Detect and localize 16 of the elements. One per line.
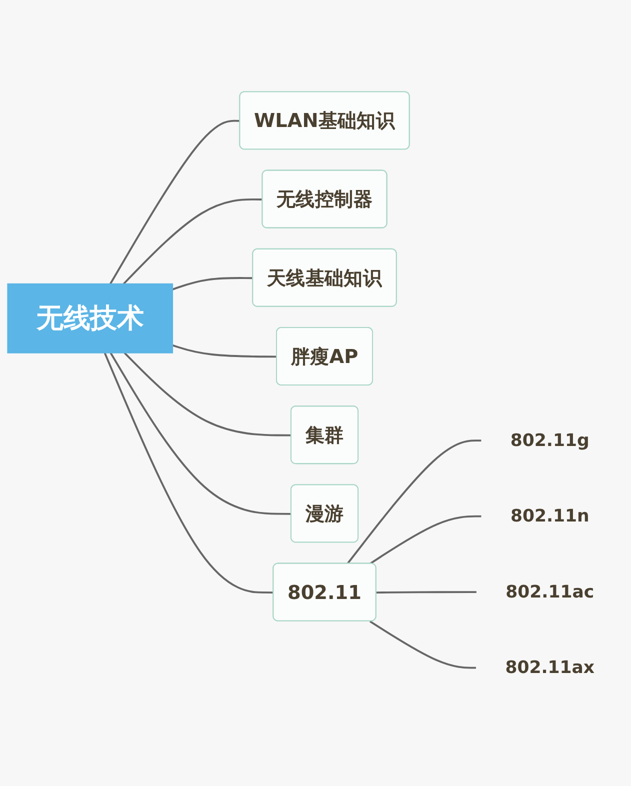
connector [122,198,263,284]
node-box: 无线技术 [7,283,174,353]
connector [124,352,292,436]
connector [346,439,482,564]
connector [172,344,277,358]
connector [369,514,482,564]
connector [172,276,254,290]
connector [104,352,274,594]
connector [369,620,476,668]
node-text: 802.11ax [505,657,595,678]
connector [376,590,477,594]
node-text: 802.11ac [506,582,594,602]
node-text: 802.11n [510,506,590,526]
connector [110,119,240,284]
node-text: 802.11g [510,430,590,450]
connector [110,352,292,514]
